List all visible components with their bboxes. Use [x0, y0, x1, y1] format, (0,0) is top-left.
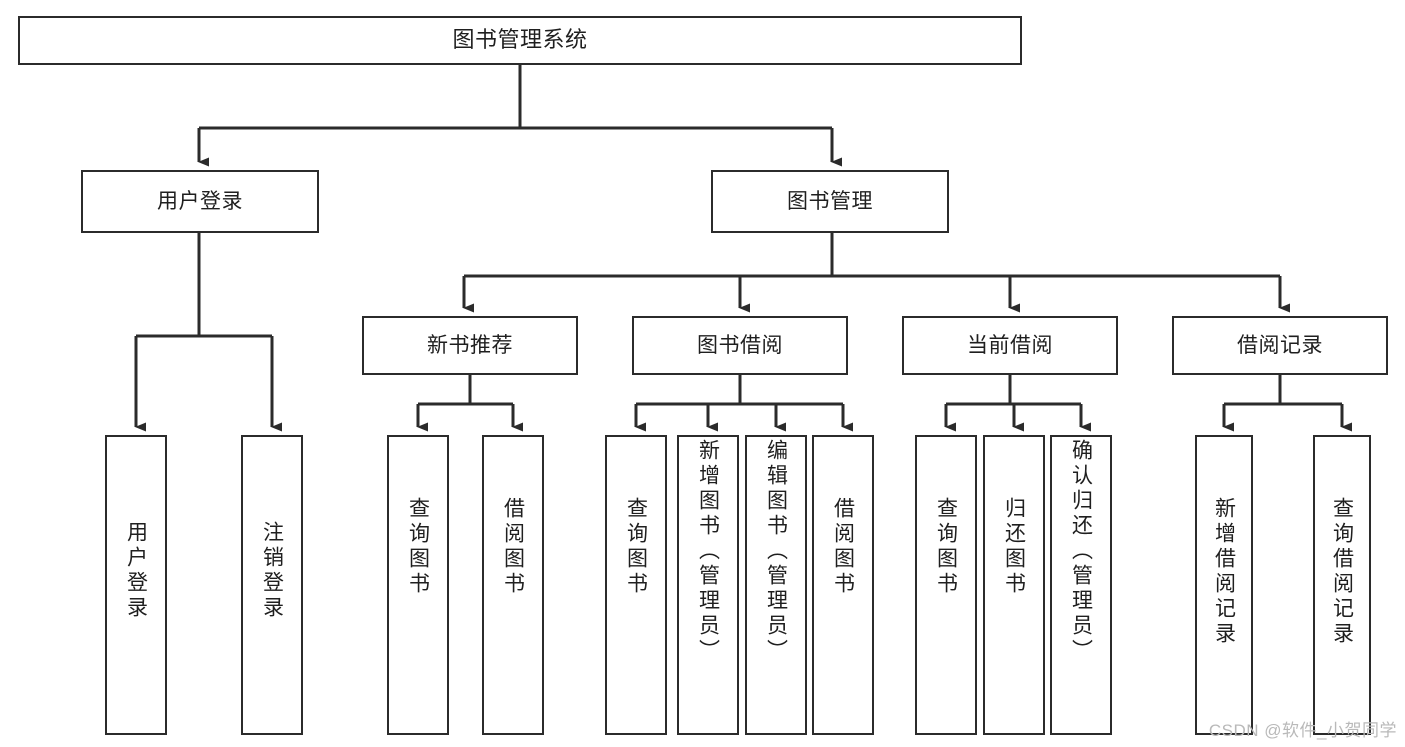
node-book-borrow[interactable]: 图书借阅 [632, 316, 848, 375]
node-label: 确认归还（管理员） [1069, 439, 1093, 664]
leaf-return-book[interactable]: 归还图书 [983, 435, 1045, 735]
node-label: 用户登录 [124, 521, 148, 621]
node-label: 图书管理系统 [452, 27, 588, 53]
node-book-manage[interactable]: 图书管理 [711, 170, 949, 233]
leaf-confirm-return-admin[interactable]: 确认归还（管理员） [1050, 435, 1112, 735]
node-label: 新增借阅记录 [1212, 497, 1236, 647]
node-label: 新增图书（管理员） [696, 439, 720, 664]
node-label: 查询图书 [624, 497, 648, 597]
node-user-login[interactable]: 用户登录 [81, 170, 319, 233]
node-label: 归还图书 [1002, 497, 1026, 597]
node-label: 图书管理 [787, 189, 873, 213]
node-root-system[interactable]: 图书管理系统 [18, 16, 1022, 65]
node-label: 借阅图书 [501, 497, 525, 597]
leaf-user-login[interactable]: 用户登录 [105, 435, 167, 735]
leaf-edit-book-admin[interactable]: 编辑图书（管理员） [745, 435, 807, 735]
node-label: 查询图书 [934, 497, 958, 597]
node-borrow-record[interactable]: 借阅记录 [1172, 316, 1388, 375]
leaf-add-borrow-record[interactable]: 新增借阅记录 [1195, 435, 1253, 735]
leaf-query-book-current[interactable]: 查询图书 [915, 435, 977, 735]
node-label: 借阅图书 [831, 497, 855, 597]
leaf-add-book-admin[interactable]: 新增图书（管理员） [677, 435, 739, 735]
node-new-book-recommend[interactable]: 新书推荐 [362, 316, 578, 375]
node-label: 注销登录 [260, 521, 284, 621]
csdn-watermark: CSDN @软件_小贺同学 [1208, 721, 1397, 740]
node-label: 查询借阅记录 [1330, 497, 1354, 647]
node-label: 查询图书 [406, 497, 430, 597]
leaf-borrow-book-recommend[interactable]: 借阅图书 [482, 435, 544, 735]
leaf-query-book-borrow[interactable]: 查询图书 [605, 435, 667, 735]
node-label: 借阅记录 [1237, 333, 1323, 357]
node-label: 新书推荐 [427, 333, 513, 357]
node-current-borrow[interactable]: 当前借阅 [902, 316, 1118, 375]
node-label: 图书借阅 [697, 333, 783, 357]
node-label: 用户登录 [157, 189, 243, 213]
leaf-query-borrow-record[interactable]: 查询借阅记录 [1313, 435, 1371, 735]
node-label: 当前借阅 [967, 333, 1053, 357]
leaf-query-book-recommend[interactable]: 查询图书 [387, 435, 449, 735]
leaf-logout[interactable]: 注销登录 [241, 435, 303, 735]
node-label: 编辑图书（管理员） [764, 439, 788, 664]
leaf-borrow-book[interactable]: 借阅图书 [812, 435, 874, 735]
